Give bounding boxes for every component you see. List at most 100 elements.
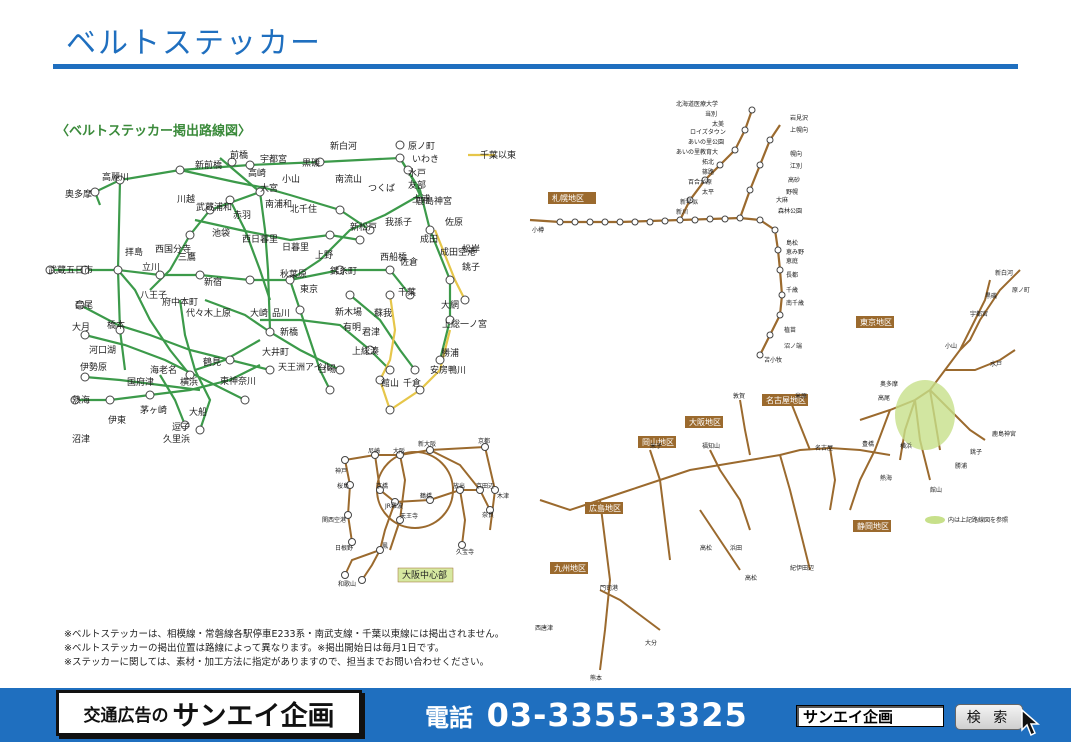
svg-text:高松: 高松 [745,574,757,582]
svg-text:関西空港: 関西空港 [322,516,346,524]
hiroshima-label: 広島地区 [589,503,621,513]
kanto-stations [45,140,470,435]
svg-text:新白河: 新白河 [330,140,357,152]
svg-text:幌向: 幌向 [790,150,802,158]
svg-text:高麗川: 高麗川 [102,171,129,183]
svg-text:八王子: 八王子 [140,290,167,301]
pointer-cursor-icon [1021,708,1040,737]
svg-text:天王洲アイル: 天王洲アイル [278,362,332,373]
phone-label: 電話 [425,704,473,732]
svg-text:品川: 品川 [272,308,290,319]
svg-text:館山: 館山 [381,377,399,389]
svg-text:橋本: 橋本 [107,319,125,331]
search-button[interactable]: 検 索 [955,704,1023,730]
svg-text:銚子: 銚子 [462,261,480,273]
tokyo-note: 内は上記路線図を参照 [948,516,1008,524]
svg-text:島松: 島松 [786,239,798,247]
svg-text:高崎: 高崎 [248,167,266,179]
svg-text:上総湊: 上総湊 [352,345,379,357]
svg-text:千葉: 千葉 [398,286,416,298]
kanto-labels: 千葉以東 新白河 原ノ町 前橋 宇都宮 黒磯 いわき 新前橋 高崎 小山 水戸 … [48,140,516,445]
svg-text:府中本町: 府中本町 [162,296,198,308]
title-rule [53,64,1018,69]
svg-text:新白河: 新白河 [995,269,1013,277]
svg-text:あいの里教育大: あいの里教育大 [676,148,718,156]
svg-text:南流山: 南流山 [335,173,362,185]
svg-text:武蔵浦和: 武蔵浦和 [196,201,232,213]
shizuoka-label: 静岡地区 [857,521,889,531]
svg-text:米子: 米子 [650,442,662,450]
svg-text:秋葉原: 秋葉原 [280,268,307,280]
svg-text:黒磯: 黒磯 [302,157,320,169]
svg-text:西国分寺: 西国分寺 [155,244,191,255]
svg-text:原ノ町: 原ノ町 [408,141,435,152]
route-map: 千葉以東 新白河 原ノ町 前橋 宇都宮 黒磯 いわき 新前橋 高崎 小山 水戸 … [45,100,1030,682]
svg-text:新琴似: 新琴似 [680,198,698,206]
svg-text:台場: 台場 [318,363,336,375]
svg-text:敦賀: 敦賀 [733,392,745,400]
svg-text:沼津: 沼津 [72,434,90,445]
svg-text:鶴見: 鶴見 [203,356,221,368]
svg-text:高尾: 高尾 [75,299,93,311]
svg-text:錦糸町: 錦糸町 [330,265,357,277]
svg-text:有明: 有明 [343,321,361,333]
svg-text:植苗: 植苗 [784,326,796,334]
svg-text:佐倉: 佐倉 [400,256,418,268]
svg-text:木津: 木津 [497,492,509,500]
osaka-inset-label: 大阪中心部 [402,569,447,581]
svg-text:日根野: 日根野 [335,544,353,552]
svg-text:佐原: 佐原 [445,216,463,228]
kanto-network [50,156,452,431]
svg-text:JR難波: JR難波 [384,502,403,510]
svg-text:あいの里公園: あいの里公園 [688,139,724,146]
svg-text:黒磯: 黒磯 [985,292,997,300]
osaka-inset: 大阪中心部 尼崎大阪 新大阪京都 神戸京橋 鶴橋放出 京田辺桜島 JR難波天王寺… [322,437,509,588]
svg-text:千倉: 千倉 [403,377,421,389]
svg-text:三鷹: 三鷹 [178,251,196,263]
osaka-region-label: 大阪地区 [689,417,721,427]
svg-text:蘇我: 蘇我 [374,307,392,319]
svg-text:奈良: 奈良 [482,511,494,519]
west-region: 九州地区 広島地区 岡山地区 大阪地区 名古屋地区 静岡地区 敦賀米原 名古屋豊… [535,392,891,682]
svg-text:長都: 長都 [786,271,798,279]
svg-text:桜島: 桜島 [337,482,349,490]
svg-text:恵み野: 恵み野 [786,248,804,256]
map-caption: 〈ベルトステッカー掲出路線図〉 [56,124,252,139]
svg-text:江別: 江別 [790,162,802,170]
svg-text:京田辺: 京田辺 [476,482,494,490]
svg-text:鹿島神宮: 鹿島神宮 [992,430,1016,438]
note-line: ※ステッカーに関しては、素材・加工方法に指定がありますので、担当までお問い合わせ… [64,657,490,668]
svg-text:南浦和: 南浦和 [265,198,292,210]
svg-text:森林公園: 森林公園 [778,207,802,215]
notes: ※ベルトステッカーは、相模線・常磐線各駅停車E233系・南武支線・千葉以東線には… [64,628,504,670]
svg-text:北千住: 北千住 [290,203,317,215]
svg-text:沼ノ端: 沼ノ端 [784,342,802,350]
svg-text:大月: 大月 [72,321,90,333]
svg-text:武蔵五日市: 武蔵五日市 [48,264,93,276]
search-input[interactable]: サンエイ企画 [796,705,944,727]
svg-text:新橋: 新橋 [280,326,298,338]
svg-text:勝浦: 勝浦 [441,347,459,359]
svg-text:海老名: 海老名 [150,364,177,376]
svg-text:河口湖: 河口湖 [89,344,116,356]
svg-text:大分: 大分 [645,639,657,647]
svg-text:宇都宮: 宇都宮 [970,310,988,318]
note-line: ※ベルトステッカーの掲出位置は路線によって異なります。※掲出開始日は毎月1日です… [64,643,445,654]
svg-text:熱海: 熱海 [880,474,892,482]
svg-text:銚子: 銚子 [970,448,982,456]
svg-text:福知山: 福知山 [702,442,720,450]
svg-text:新宿: 新宿 [204,276,222,288]
svg-text:大阪: 大阪 [393,447,405,455]
svg-text:赤羽: 赤羽 [233,210,251,221]
svg-text:小山: 小山 [282,174,300,185]
svg-text:西船橋: 西船橋 [380,251,407,263]
svg-text:横浜: 横浜 [900,442,912,450]
svg-text:大崎: 大崎 [250,307,268,319]
svg-text:友部: 友部 [408,179,426,191]
brand-logo[interactable]: 交通広告の サンエイ企画 [56,690,362,736]
svg-text:千歳: 千歳 [786,286,798,294]
svg-text:久里浜: 久里浜 [163,433,190,445]
svg-text:君津: 君津 [362,327,380,338]
svg-text:米原: 米原 [795,392,807,400]
